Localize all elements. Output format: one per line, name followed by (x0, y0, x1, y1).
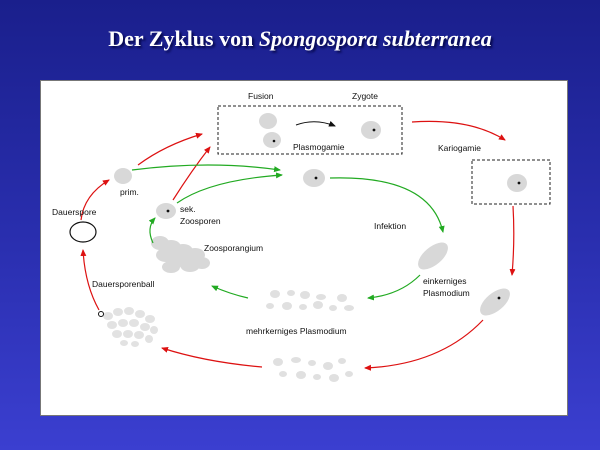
fusion-cell-bottom (263, 132, 281, 148)
title-species: Spongospora subterranea (258, 26, 492, 51)
prim-zoospore-cell (114, 168, 132, 184)
label-fusion: Fusion (248, 91, 274, 101)
arrow-dauersporenball-to-dauerspore (80, 249, 100, 311)
arrow-plasmodium-to-mehrkerniges (364, 319, 484, 371)
slide-title: Der Zyklus von Spongospora subterranea (0, 26, 600, 52)
arrow-zygote-to-kariogamie (411, 120, 506, 141)
arrow-dauerspore-to-prim (80, 179, 110, 221)
infecting-cell (303, 169, 325, 187)
label-prim: prim. (120, 187, 139, 197)
arrow-kariogamie-to-plasmodium (509, 205, 516, 276)
plasmodium-bottom-cluster (273, 357, 353, 382)
label-zygote: Zygote (352, 91, 378, 101)
arrow-plasmodium-to-mehrkerniges-green (367, 274, 421, 301)
dauerspore-cell (69, 221, 97, 243)
red-arrows (80, 120, 516, 371)
zygote-cell (361, 121, 381, 139)
label-infektion: Infektion (374, 221, 406, 231)
sek-zoospore-cell (156, 203, 176, 219)
arrow-mehrkerniges-to-zoosporangium (211, 285, 249, 299)
label-dauerspore: Dauerspore (52, 207, 97, 217)
green-arrows (131, 164, 445, 301)
einkerniges-plasmodium-cell-2 (480, 288, 510, 316)
arrow-zoosporangium-to-sek (148, 217, 156, 244)
dauersporenball-outlet (98, 311, 104, 317)
arrow-prim-to-infektion (131, 164, 281, 173)
arrow-prim-to-fusion (137, 132, 203, 166)
arrow-sek-to-infektion (176, 172, 283, 204)
label-dauersporenball: Dauersporenball (92, 279, 154, 289)
label-kariogamie: Kariogamie (438, 143, 481, 153)
arrow-sek-to-fusion (172, 146, 211, 201)
label-sek-line1: sek. (180, 204, 196, 214)
mehrkerniges-plasmodium-cluster (266, 290, 354, 311)
label-plasmogamie: Plasmogamie (293, 142, 345, 152)
diagram-panel (40, 80, 568, 416)
fusion-cell-top (259, 113, 277, 129)
label-sek-line2: Zoosporen (180, 216, 221, 226)
arrow-mehrkerniges-to-dauersporenball (161, 347, 263, 368)
kariogamie-box (471, 159, 551, 205)
label-zoosporangium: Zoosporangium (204, 243, 263, 253)
title-prefix: Der Zyklus von (108, 26, 254, 51)
label-mehrkerniges: mehrkerniges Plasmodium (246, 326, 347, 336)
dauersporenball-cluster (103, 307, 158, 347)
arrow-cell-to-plasmodium (329, 177, 445, 233)
fusion-box (217, 105, 403, 155)
label-einkerniges-line1: einkerniges (423, 276, 466, 286)
plasmogamie-arrow (295, 120, 336, 127)
zoosporangium-cluster (151, 236, 210, 273)
label-einkerniges-line2: Plasmodium (423, 288, 470, 298)
kariogamie-cell (507, 174, 527, 192)
einkerniges-plasmodium-cell (418, 242, 448, 270)
